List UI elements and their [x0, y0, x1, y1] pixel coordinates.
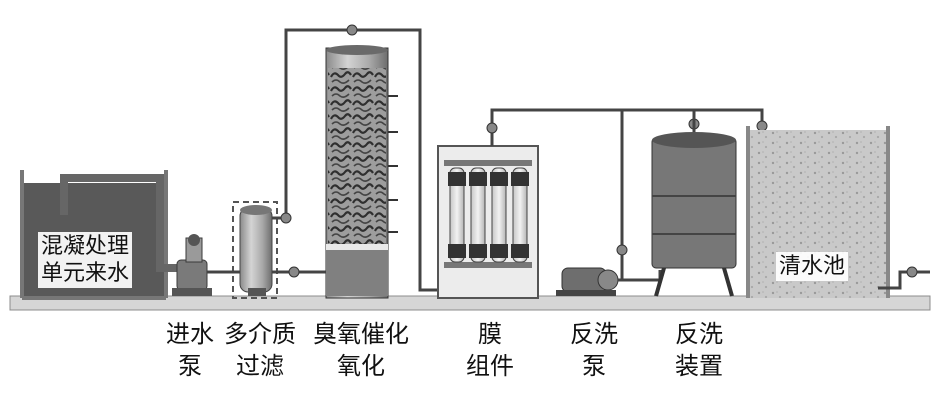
membrane-tube-icon — [469, 167, 487, 263]
membrane-label: 膜 组件 — [454, 318, 526, 382]
source-label-line2: 单元来水 — [41, 261, 130, 286]
ozone-label-line2: 氧化 — [337, 352, 385, 380]
backwash-pump-label-line2: 泵 — [582, 352, 606, 380]
valve-icon — [906, 266, 918, 278]
media-filter-label: 多介质 过滤 — [218, 318, 302, 382]
membrane-label-line2: 组件 — [466, 352, 514, 380]
valve-icon — [756, 120, 768, 132]
membrane-label-line1: 膜 — [478, 320, 502, 348]
clear-pool-label-text: 清水池 — [779, 254, 846, 279]
media-filter — [239, 205, 273, 296]
feed-pump-label-line2: 泵 — [178, 352, 202, 380]
pipe-column-to-membrane — [418, 146, 440, 292]
membrane-tube-icon — [490, 167, 508, 263]
backwash-device-label: 反洗 装置 — [664, 318, 734, 382]
inlet-pipe — [60, 174, 178, 272]
backwash-pump-label: 反洗 泵 — [562, 318, 626, 382]
membrane-tube-icon — [511, 167, 529, 263]
backwash-pump-label-line1: 反洗 — [570, 320, 618, 348]
pipe-pump-to-backwash — [618, 270, 662, 282]
membrane-tube-icon — [448, 167, 466, 263]
backwash-pump — [556, 267, 619, 296]
source-label-line1: 混凝处理 — [41, 234, 130, 259]
backwash-device-label-line2: 装置 — [675, 352, 723, 380]
valve-icon — [280, 212, 292, 224]
valve-icon — [288, 266, 300, 278]
media-filter-label-line2: 过滤 — [236, 352, 284, 380]
ozone-column — [325, 45, 398, 299]
clear-pool-label: 清水池 — [776, 252, 849, 281]
media-filter-highlight — [232, 201, 278, 299]
ozone-label: 臭氧催化 氧化 — [306, 318, 416, 382]
feed-pump-label-line1: 进水 — [166, 320, 214, 348]
valve-icon — [486, 122, 498, 134]
media-filter-label-line1: 多介质 — [224, 320, 296, 348]
feed-pump-label: 进水 泵 — [160, 318, 220, 382]
ozone-label-line1: 臭氧催化 — [313, 320, 409, 348]
source-label: 混凝处理 单元来水 — [38, 232, 133, 288]
membrane-module — [437, 145, 539, 299]
valve-icon — [616, 244, 628, 256]
backwash-device-label-line1: 反洗 — [675, 320, 723, 348]
backwash-device — [651, 132, 737, 297]
feed-pump — [172, 234, 212, 296]
valve-icon — [346, 24, 358, 36]
